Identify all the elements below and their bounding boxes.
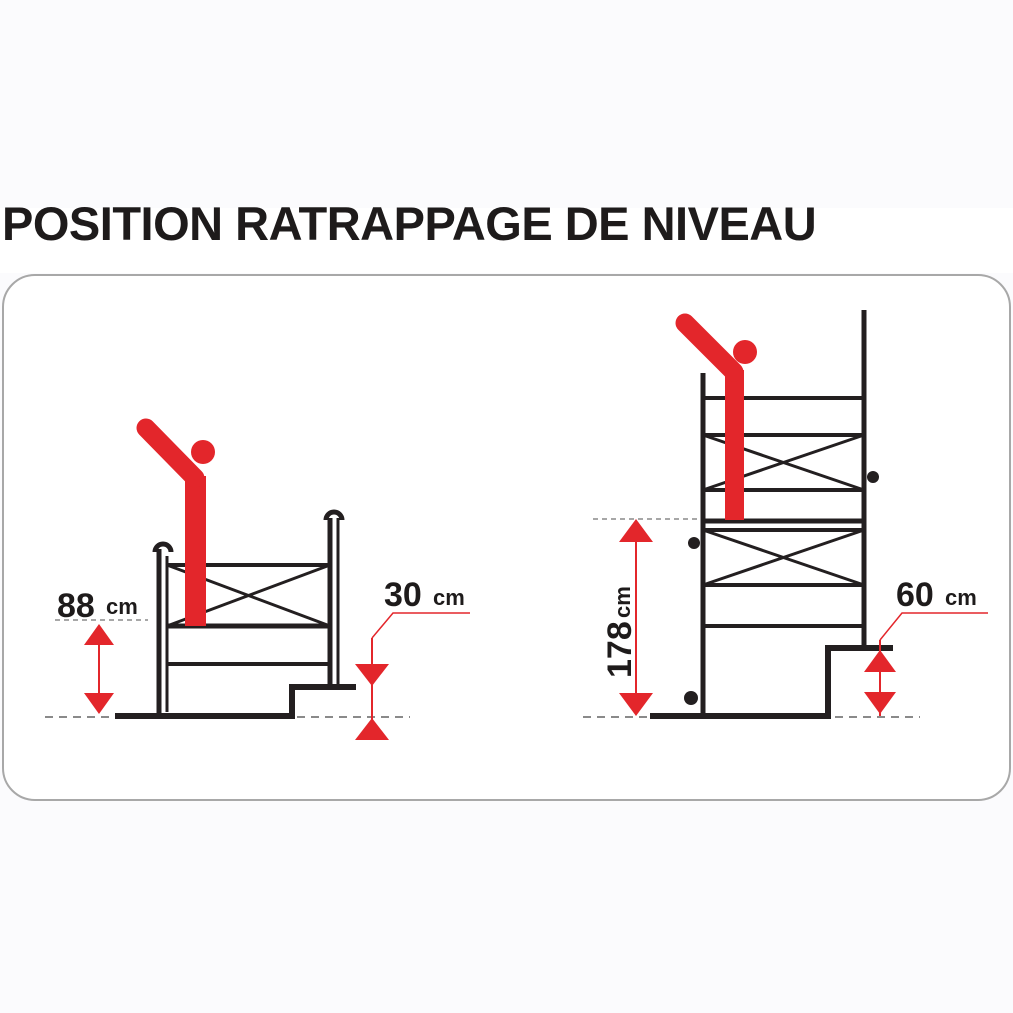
- left-diagram: 88 cm 30 cm: [45, 418, 470, 740]
- right-diagram: 178 cm 60 cm: [583, 310, 988, 719]
- left-step-value: 30: [384, 576, 422, 614]
- right-step-unit: cm: [945, 585, 977, 610]
- right-height-label: 178 cm: [601, 586, 639, 678]
- right-height-unit: cm: [610, 586, 635, 618]
- left-person-figure: [136, 418, 215, 626]
- right-step: [650, 645, 893, 719]
- right-step-value: 60: [896, 576, 934, 614]
- panel-border: [2, 274, 1011, 801]
- title-band: [0, 208, 1013, 273]
- left-step: [115, 684, 356, 719]
- right-height-value: 178: [601, 621, 639, 678]
- left-step-unit: cm: [433, 585, 465, 610]
- left-step-leader: [371, 612, 470, 639]
- page-title: POSITION RATRAPPAGE DE NIVEAU: [2, 197, 817, 250]
- left-height-unit: cm: [106, 594, 138, 619]
- right-step-arrow: [864, 640, 896, 716]
- diagram-panel: 88 cm 30 cm: [0, 273, 1013, 803]
- right-height-arrow: [619, 519, 653, 716]
- diagram-canvas: 88 cm 30 cm: [2, 274, 1011, 801]
- right-step-leader: [879, 612, 988, 641]
- left-height-arrow: [84, 624, 114, 714]
- left-height-value: 88: [57, 587, 95, 625]
- right-scaffold-clamps: [684, 471, 879, 705]
- left-step-arrow: [355, 638, 389, 740]
- right-person-figure: [675, 313, 757, 520]
